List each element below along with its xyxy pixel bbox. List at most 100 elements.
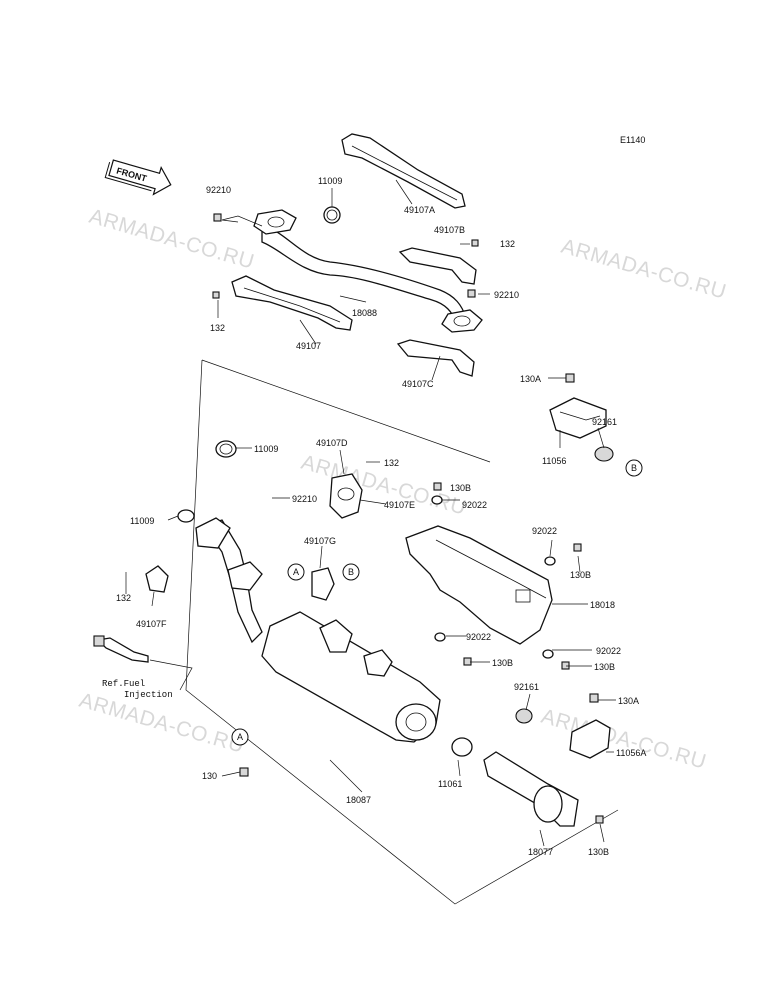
bracket-assembly-top: B: [549, 373, 643, 477]
gasket-11061: [451, 737, 473, 757]
label-11061: 11061: [438, 779, 462, 789]
muffler-bracket-right: [363, 649, 393, 677]
label-130B-low: 130B: [492, 658, 513, 668]
oxygen-sensor: [96, 637, 149, 663]
heat-shield-49107C: [396, 339, 475, 377]
bolt-130B-bottom: [595, 815, 604, 824]
label-130B-right: 130B: [570, 570, 591, 580]
label-11009-mid: 11009: [254, 444, 278, 454]
pipe-flange-joint: [227, 561, 263, 591]
label-132-top: 132: [500, 239, 515, 249]
group-outline: [185, 359, 619, 905]
washer-92022-low: [434, 632, 446, 642]
bolt-130B-low: [463, 657, 472, 666]
upper-exhaust-assembly: [212, 133, 483, 377]
label-18077: 18077: [528, 847, 553, 857]
label-11056: 11056: [542, 456, 566, 466]
mid-assembly: A B: [93, 440, 363, 663]
gasket-11009-top: [323, 206, 341, 224]
callout-B-mid-letter: B: [348, 567, 354, 577]
part-labels: 11009 92210 49107A 49107B 132 92210 1808…: [116, 176, 646, 857]
watermark-1: ARMADA-CO.RU: [87, 205, 257, 274]
heat-shield-49107B: [398, 247, 477, 285]
callout-A-bottom: [231, 728, 249, 746]
heat-guard-18018: [405, 525, 553, 645]
label-130A-low: 130A: [618, 696, 639, 706]
tail-pipe-18077: [483, 751, 579, 827]
label-130A-top: 130A: [520, 374, 541, 384]
label-92022-lowright: 92022: [596, 646, 621, 656]
header-flange-right: [441, 309, 483, 333]
label-49107F: 49107F: [136, 619, 167, 629]
callout-A-mid-letter: A: [293, 567, 299, 577]
leader-lines: [125, 179, 616, 847]
bolt-132-top: [471, 239, 479, 247]
label-11009-left: 11009: [130, 516, 154, 526]
label-132-left: 132: [210, 323, 225, 333]
bolt-130B-right: [573, 543, 582, 552]
label-49107G: 49107G: [304, 536, 336, 546]
label-18087: 18087: [346, 795, 371, 805]
bracket-11056: [549, 397, 607, 439]
muffler-assembly: A: [231, 611, 611, 827]
label-92022-low: 92022: [466, 632, 491, 642]
label-11056A: 11056A: [616, 748, 646, 758]
diagram-code: E1140: [620, 135, 645, 145]
pipe-flange-front: [195, 517, 231, 549]
rubber-92161-top: [594, 446, 614, 462]
ref-note-line1: Ref.Fuel: [102, 679, 145, 689]
header-flange-left: [253, 209, 297, 235]
heat-shield-49107: [231, 275, 353, 331]
bolt-132-left: [212, 291, 220, 299]
label-132-low: 132: [116, 593, 131, 603]
label-49107: 49107: [296, 341, 321, 351]
gasket-11009-left: [177, 509, 195, 523]
label-49107A: 49107A: [404, 205, 435, 215]
label-92210-mid: 92210: [292, 494, 317, 504]
heat-guard-assembly: [405, 482, 582, 670]
callout-A-mid: [287, 563, 305, 581]
bolt-130A-low: [589, 693, 599, 703]
label-132-mid: 132: [384, 458, 399, 468]
bolt-130B-mid: [433, 482, 442, 491]
label-18018: 18018: [590, 600, 615, 610]
label-49107D: 49107D: [316, 438, 348, 448]
front-arrow-icon: FRONT: [104, 159, 172, 196]
washer-92022-right: [544, 556, 556, 566]
clamp-49107F: [145, 565, 169, 593]
ref-note-line2: Injection: [124, 690, 173, 700]
clamp-49107D: [329, 473, 363, 519]
watermark-5: ARMADA-CO.RU: [539, 705, 709, 774]
bracket-11056A: [569, 719, 611, 759]
label-92022-right: 92022: [532, 526, 557, 536]
label-130-bottom: 130: [202, 771, 217, 781]
label-49107B: 49107B: [434, 225, 465, 235]
bolt-130B-lowright: [561, 661, 570, 670]
bolt-130-bottom: [239, 767, 249, 777]
gasket-11009-mid: [215, 440, 237, 458]
label-130B-lowright: 130B: [594, 662, 615, 672]
label-92022-mid: 92022: [462, 500, 487, 510]
callout-B-mid: [342, 563, 360, 581]
label-92161-top: 92161: [592, 417, 617, 427]
callout-A-bottom-letter: A: [237, 732, 243, 742]
washer-92022-lowright: [542, 649, 554, 659]
bolt-130A-top: [565, 373, 575, 383]
label-92210-right: 92210: [494, 290, 519, 300]
label-92161-low: 92161: [514, 682, 539, 692]
label-49107E: 49107E: [384, 500, 415, 510]
muffler-outlet: [395, 703, 437, 741]
label-11009-top: 11009: [318, 176, 342, 186]
rubber-92161-low: [515, 708, 533, 724]
label-130B-mid: 130B: [450, 483, 471, 493]
watermark-2: ARMADA-CO.RU: [559, 235, 729, 304]
muffler-bracket-top: [319, 619, 353, 653]
callout-B-top-letter: B: [631, 463, 637, 473]
callout-B-top: [625, 459, 643, 477]
label-130B-bottom: 130B: [588, 847, 609, 857]
washer-92022-mid: [431, 495, 443, 505]
heat-shield-49107A: [341, 133, 466, 209]
label-18088: 18088: [352, 308, 377, 318]
nut-92210-b: [467, 289, 476, 298]
